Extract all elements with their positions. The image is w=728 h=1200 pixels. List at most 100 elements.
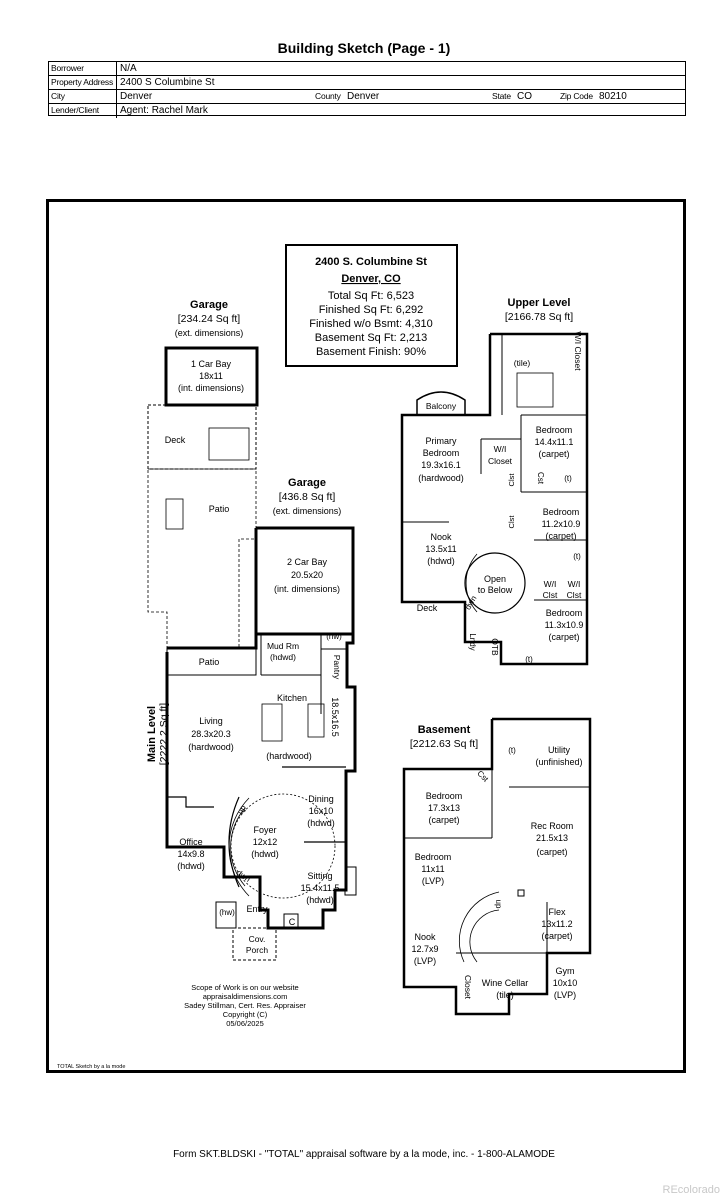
zip-label: Zip Code	[560, 91, 593, 101]
basement-sqft: [2212.63 Sq ft]	[410, 738, 478, 750]
upper-interior-walls	[402, 334, 587, 601]
basement-bed1-dim: 17.3x13	[428, 803, 460, 813]
note-line2: appraisaldimensions.com	[203, 992, 288, 1001]
upper-wi-clst1-a: W/I	[544, 579, 557, 589]
sitting-name: Sitting	[307, 871, 332, 881]
rec-dim: 21.5x13	[536, 833, 568, 843]
upper-dwn: dwn	[463, 594, 478, 611]
upper-bed3-dim: 11.3x10.9	[545, 620, 584, 630]
county-label: County	[315, 91, 341, 101]
summary-finished: Finished Sq Ft: 6,292	[319, 304, 424, 316]
garage1-room-note: (int. dimensions)	[178, 383, 244, 393]
form-title: Building Sketch (Page - 1)	[277, 40, 451, 56]
basement-bed2-dim: 11x11	[421, 864, 444, 874]
open1-label: Open	[484, 574, 506, 584]
lndy-label: Lndy	[468, 633, 477, 650]
balcony-label: Balcony	[426, 401, 457, 411]
property-row: Property Address 2400 S Columbine St	[49, 76, 685, 90]
coat-closet	[283, 913, 299, 929]
wine-floor: (tile)	[496, 990, 514, 1000]
upper-nook-floor: (hdwd)	[427, 556, 455, 566]
upper-wi-a: W/I	[494, 444, 507, 454]
primary-floor: (hardwood)	[418, 473, 464, 483]
garage2-title: Garage	[288, 477, 326, 489]
lounge-chair-icon	[165, 498, 184, 530]
upper-bed3-name: Bedroom	[546, 608, 583, 618]
note-line1: Scope of Work is on our website	[191, 983, 298, 992]
upper-t2: (t)	[573, 552, 581, 561]
summary-box	[285, 244, 458, 367]
summary-total: Total Sq Ft: 6,523	[328, 290, 414, 302]
upper-wi-clst2-b: Clst	[567, 590, 582, 600]
garage2-sqft: [436.8 Sq ft]	[279, 491, 336, 503]
summary-basement-finish: Basement Finish: 90%	[316, 346, 426, 358]
dining-dim: 16x10	[309, 806, 334, 816]
floor-plan-svg: 2400 S. Columbine St Denver, CO Total Sq…	[57, 244, 592, 1070]
lender-value: Agent: Rachel Mark	[120, 105, 208, 116]
upper-nook-dim: 13.5x11	[425, 544, 456, 554]
rec-name: Rec Room	[531, 821, 574, 831]
foyer-floor: (hdwd)	[251, 849, 279, 859]
basement-bed1-name: Bedroom	[426, 791, 463, 801]
primary-name: Primary	[426, 436, 457, 446]
main-level-title: Main Level	[146, 706, 158, 762]
gym-name: Gym	[556, 966, 575, 976]
basement-interior-walls	[404, 742, 590, 954]
foyer-rotunda	[230, 793, 336, 899]
basement-title: Basement	[418, 724, 471, 736]
kitchen-label: Kitchen	[277, 693, 307, 703]
basement-bed2-floor: (LVP)	[422, 876, 444, 886]
garage2-room-dim: 20.5x20	[291, 570, 323, 580]
state-label: State	[492, 91, 511, 101]
basement-nook-name: Nook	[414, 932, 436, 942]
rec-floor: (carpet)	[536, 847, 567, 857]
watermark: REcolorado	[662, 1184, 720, 1196]
city-label: City	[51, 91, 65, 101]
upper-bed3-floor: (carpet)	[548, 632, 579, 642]
upper-cst: Cst	[536, 472, 545, 485]
upper-deck: Deck	[417, 603, 438, 613]
living-dim: 28.3x20.3	[191, 729, 231, 739]
porch-label2: Porch	[246, 945, 268, 955]
borrower-label: Borrower	[51, 63, 84, 73]
basement-cst: Cst	[475, 769, 490, 784]
upper-bed1-name: Bedroom	[536, 425, 573, 435]
summary-finished-wo-bsmt: Finished w/o Bsmt: 4,310	[309, 318, 433, 330]
utility-floor: (unfinished)	[535, 757, 582, 767]
gym-floor: (LVP)	[554, 990, 576, 1000]
shower-icon	[516, 372, 554, 408]
entry-label: Entry	[246, 904, 268, 914]
upper-clst2: Clst	[507, 515, 516, 529]
sitting-dim: 15.4x11.5	[301, 883, 340, 893]
foyer-dim: 12x12	[253, 837, 278, 847]
flex-dim: 13x11.2	[541, 919, 572, 929]
form-footer: Form SKT.BLDSKI - "TOTAL" appraisal soft…	[173, 1149, 555, 1160]
header-table: Borrower N/A Property Address 2400 S Col…	[48, 61, 686, 118]
note-line5: 05/06/2025	[226, 1019, 264, 1028]
zip-value: 80210	[599, 91, 627, 102]
basement-walls	[402, 717, 592, 1016]
deck-outline	[147, 404, 257, 470]
main-stair-up: up	[236, 803, 249, 816]
c-label: C	[289, 917, 296, 927]
living-name: Living	[199, 716, 223, 726]
flex-name: Flex	[548, 907, 566, 917]
dining-name: Dining	[308, 794, 334, 804]
hw2-label: (hw)	[219, 908, 235, 917]
garage1-title: Garage	[190, 299, 228, 311]
porch-label1: Cov.	[249, 934, 266, 944]
note-line4: Copyright (C)	[223, 1010, 268, 1019]
tile-label: (tile)	[514, 358, 531, 368]
upper-level-walls	[400, 332, 589, 666]
county-value: Denver	[347, 91, 380, 102]
borrower-row: Borrower N/A	[49, 62, 685, 76]
upper-t3: (t)	[525, 655, 533, 664]
upper-bed1-dim: 14.4x11.1	[535, 437, 574, 447]
patio2-label: Patio	[199, 657, 220, 667]
garage2-room-name: 2 Car Bay	[287, 557, 328, 567]
basement-bed1-floor: (carpet)	[428, 815, 459, 825]
city-row: City Denver County Denver State CO Zip C…	[49, 90, 685, 104]
main-stair-dwn: dwn	[235, 868, 252, 884]
garage2-room-note: (int. dimensions)	[274, 584, 340, 594]
main-stair-outer	[228, 797, 250, 897]
